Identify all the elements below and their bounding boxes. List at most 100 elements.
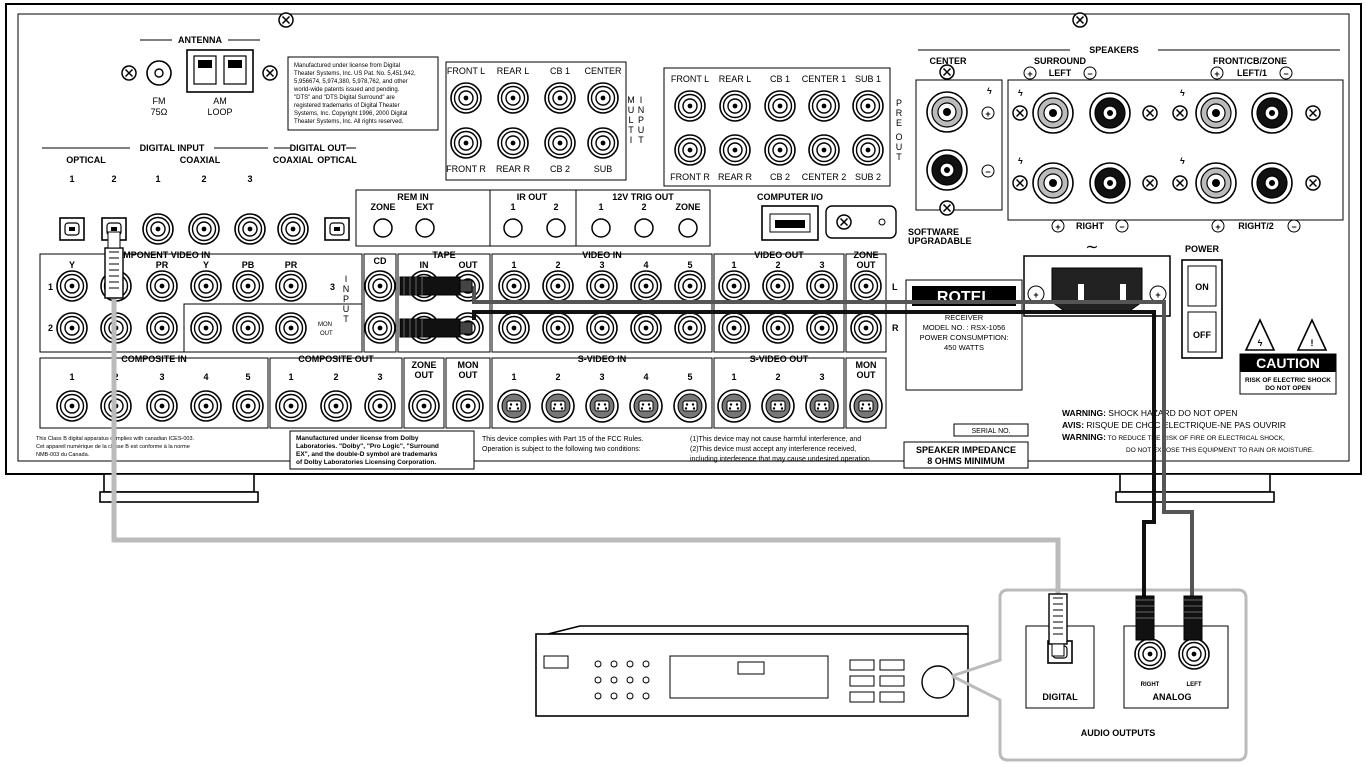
audio-out-jack[interactable] (718, 312, 750, 344)
surround-left-positive-terminal[interactable] (1032, 92, 1074, 134)
zone-out-right-jack[interactable] (850, 312, 882, 344)
cd-right-jack[interactable] (364, 312, 396, 344)
composite-in-jack[interactable] (232, 390, 264, 422)
svideo-in-jack[interactable] (497, 389, 531, 423)
digital-out-optical-jack[interactable] (324, 217, 350, 241)
zone-composite-out-jack[interactable] (408, 390, 440, 422)
monitor-svideo-out-jack[interactable] (849, 389, 883, 423)
pre-out-jack[interactable] (808, 90, 840, 122)
cd-left-jack[interactable] (364, 270, 396, 302)
composite-out-jack[interactable] (364, 390, 396, 422)
svideo-in-jack[interactable] (629, 389, 663, 423)
audio-out-jack[interactable] (762, 312, 794, 344)
pre-out-jack[interactable] (764, 134, 796, 166)
player-button[interactable] (849, 675, 875, 687)
ir-out-1-jack[interactable] (503, 218, 523, 238)
front-left-negative-terminal[interactable] (1251, 92, 1293, 134)
component-input-jack[interactable] (275, 270, 307, 302)
player-button[interactable] (879, 691, 905, 703)
video-in-jack[interactable] (630, 270, 662, 302)
digital-out-coaxial-jack[interactable] (277, 213, 309, 245)
video-in-jack[interactable] (586, 270, 618, 302)
player-button[interactable] (879, 659, 905, 671)
svideo-out-jack[interactable] (761, 389, 795, 423)
composite-in-jack[interactable] (190, 390, 222, 422)
composite-out-jack[interactable] (320, 390, 352, 422)
multi-input-jack[interactable] (497, 127, 529, 159)
pre-out-jack[interactable] (719, 134, 751, 166)
audio-in-jack[interactable] (498, 312, 530, 344)
front-right-negative-terminal[interactable] (1251, 162, 1293, 204)
composite-in-jack[interactable] (146, 390, 178, 422)
tray-eject-button[interactable] (737, 661, 765, 675)
svideo-in-jack[interactable] (585, 389, 619, 423)
video-out-jack[interactable] (762, 270, 794, 302)
rem-zone-jack[interactable] (373, 218, 393, 238)
component-input-jack[interactable] (190, 270, 222, 302)
multi-input-jack[interactable] (544, 82, 576, 114)
source-analog-right-jack[interactable] (1134, 638, 1166, 670)
component-input-jack[interactable] (146, 312, 178, 344)
svideo-out-jack[interactable] (805, 389, 839, 423)
trig-out-1-jack[interactable] (591, 218, 611, 238)
component-monitor-jack[interactable] (275, 312, 307, 344)
multi-input-jack[interactable] (450, 127, 482, 159)
pre-out-jack[interactable] (674, 90, 706, 122)
surround-right-negative-terminal[interactable] (1089, 162, 1131, 204)
trig-out-2-jack[interactable] (634, 218, 654, 238)
composite-in-jack[interactable] (56, 390, 88, 422)
component-input-jack[interactable] (146, 270, 178, 302)
optical-input-1-jack[interactable] (59, 217, 85, 241)
surround-left-negative-terminal[interactable] (1089, 92, 1131, 134)
component-input-jack[interactable] (232, 270, 264, 302)
power-switch[interactable] (1181, 259, 1223, 359)
component-input-jack[interactable] (56, 312, 88, 344)
pre-out-jack[interactable] (719, 90, 751, 122)
computer-io-port[interactable] (761, 205, 819, 241)
multi-input-jack[interactable] (450, 82, 482, 114)
svideo-in-jack[interactable] (673, 389, 707, 423)
audio-in-jack[interactable] (586, 312, 618, 344)
player-button[interactable] (849, 691, 875, 703)
audio-in-jack[interactable] (542, 312, 574, 344)
rem-ext-jack[interactable] (415, 218, 435, 238)
audio-in-jack[interactable] (674, 312, 706, 344)
composite-out-jack[interactable] (275, 390, 307, 422)
zone-out-left-jack[interactable] (850, 270, 882, 302)
coaxial-input-1-jack[interactable] (142, 213, 174, 245)
audio-out-jack[interactable] (806, 312, 838, 344)
component-monitor-jack[interactable] (190, 312, 222, 344)
pre-out-jack[interactable] (852, 90, 884, 122)
audio-in-jack[interactable] (630, 312, 662, 344)
trig-out-zone-jack[interactable] (678, 218, 698, 238)
coaxial-input-3-jack[interactable] (234, 213, 266, 245)
svideo-out-jack[interactable] (717, 389, 751, 423)
video-out-jack[interactable] (718, 270, 750, 302)
ac-power-inlet[interactable]: + + (1023, 255, 1171, 317)
front-right-positive-terminal[interactable] (1195, 162, 1237, 204)
fm-antenna-jack[interactable] (146, 60, 172, 86)
video-out-jack[interactable] (806, 270, 838, 302)
video-in-jack[interactable] (498, 270, 530, 302)
pre-out-jack[interactable] (674, 134, 706, 166)
front-left-positive-terminal[interactable] (1195, 92, 1237, 134)
multi-input-jack[interactable] (497, 82, 529, 114)
video-in-jack[interactable] (674, 270, 706, 302)
surround-right-positive-terminal[interactable] (1032, 162, 1074, 204)
ir-out-2-jack[interactable] (546, 218, 566, 238)
monitor-composite-out-jack[interactable] (452, 390, 484, 422)
video-in-jack[interactable] (542, 270, 574, 302)
player-button[interactable] (879, 675, 905, 687)
am-loop-terminal[interactable] (186, 49, 254, 93)
multi-input-jack[interactable] (587, 82, 619, 114)
volume-knob[interactable] (921, 665, 955, 699)
multi-input-jack[interactable] (544, 127, 576, 159)
software-upgrade-port[interactable] (825, 205, 897, 239)
pre-out-jack[interactable] (764, 90, 796, 122)
source-analog-left-jack[interactable] (1178, 638, 1210, 670)
svideo-in-jack[interactable] (541, 389, 575, 423)
pre-out-jack[interactable] (852, 134, 884, 166)
pre-out-jack[interactable] (808, 134, 840, 166)
center-negative-terminal[interactable] (926, 149, 968, 191)
coaxial-input-2-jack[interactable] (188, 213, 220, 245)
